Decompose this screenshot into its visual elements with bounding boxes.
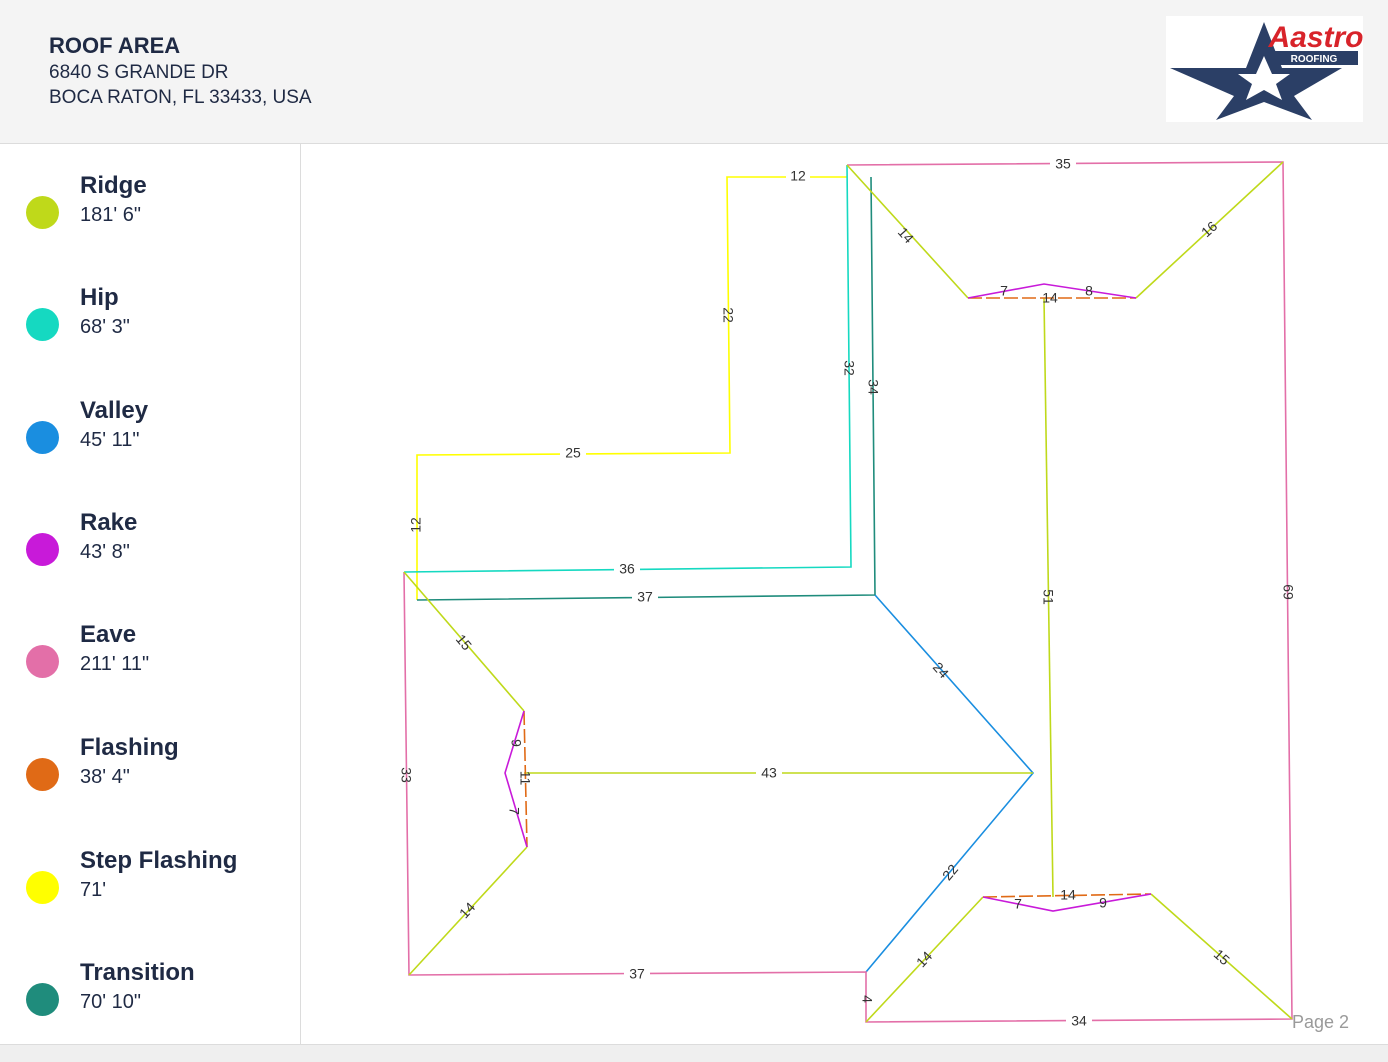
legend-length: 45' 11" xyxy=(80,429,140,451)
legend-name: Eave xyxy=(80,621,137,648)
ridge-line xyxy=(846,164,969,299)
measurement-label: 32 xyxy=(841,360,857,376)
flashing-line xyxy=(982,893,1152,898)
ridge-line xyxy=(408,846,528,976)
legend-length: 211' 11" xyxy=(80,653,150,675)
valley-line xyxy=(865,594,1035,973)
legend-panel: Ridge 181' 6" Hip 68' 3" Valley 45' 11" … xyxy=(0,144,301,1044)
star-logo-icon: ROOFING Aastro xyxy=(1170,21,1364,120)
measurement-label: 14 xyxy=(1042,290,1058,306)
page-number: Page 2 xyxy=(1292,1012,1350,1032)
legend-item-flashing: Flashing 38' 4" xyxy=(0,734,300,834)
measurement-label: 12 xyxy=(790,168,806,184)
measurement-label: 43 xyxy=(761,765,777,781)
legend-dot-hip xyxy=(26,308,59,341)
roof-diagram-area xyxy=(301,144,1388,1044)
legend-dot-ridge xyxy=(26,196,59,229)
logo-sub-text: ROOFING xyxy=(1291,54,1338,65)
rake-line xyxy=(982,893,1152,912)
measurement-label: 4 xyxy=(859,995,875,1003)
legend-length: 181' 6" xyxy=(80,204,141,226)
legend-item-hip: Hip 68' 3" xyxy=(0,284,300,384)
measurement-label: 33 xyxy=(398,767,414,783)
legend-dot-valley xyxy=(26,421,59,454)
rake-line xyxy=(967,283,1137,299)
legend-length: 71' xyxy=(80,879,107,901)
rake-line xyxy=(504,710,528,848)
measurement-label: 14 xyxy=(895,224,917,246)
ridge-line xyxy=(1150,893,1293,1020)
measurement-label: 7 xyxy=(1000,283,1008,299)
measurement-label: 35 xyxy=(1055,156,1071,172)
legend-name: Transition xyxy=(80,959,195,986)
company-logo: ROOFING Aastro xyxy=(1166,16,1364,122)
measurement-label: 9 xyxy=(508,739,524,747)
legend-item-valley: Valley 45' 11" xyxy=(0,397,300,497)
measurement-label: 36 xyxy=(619,561,635,577)
legend-item-rake: Rake 43' 8" xyxy=(0,509,300,609)
legend-dot-step-flashing xyxy=(26,871,59,904)
legend-name: Rake xyxy=(80,509,138,536)
ridge-line xyxy=(1135,161,1284,299)
legend-length: 70' 10" xyxy=(80,991,141,1013)
legend-name: Ridge xyxy=(80,172,147,199)
transition-line xyxy=(416,176,876,601)
legend-dot-flashing xyxy=(26,758,59,791)
measurement-label: 22 xyxy=(720,307,736,323)
legend-name: Valley xyxy=(80,397,149,424)
measurement-label: 14 xyxy=(456,899,478,921)
measurement-label: 34 xyxy=(1071,1013,1087,1029)
legend-item-step-flashing: Step Flashing 71' xyxy=(0,847,300,947)
footer-strip xyxy=(0,1044,1388,1062)
legend-length: 43' 8" xyxy=(80,541,130,563)
step-flashing-line xyxy=(416,176,847,600)
hip-line xyxy=(403,164,852,573)
legend-name: Step Flashing xyxy=(80,847,238,874)
page-title: ROOF AREA xyxy=(49,33,181,58)
measurement-label: 8 xyxy=(1085,283,1093,299)
measurement-label: 51 xyxy=(1040,589,1056,605)
legend-item-ridge: Ridge 181' 6" xyxy=(0,172,300,272)
report-header: ROOF AREA 6840 S GRANDE DR BOCA RATON, F… xyxy=(0,0,1388,144)
measurement-label: 12 xyxy=(408,517,424,533)
address-line-2: BOCA RATON, FL 33433, USA xyxy=(49,87,312,108)
legend-item-transition: Transition 70' 10" xyxy=(0,959,300,1059)
measurement-label: 14 xyxy=(1060,887,1076,903)
measurement-label: 11 xyxy=(517,771,533,786)
legend-dot-eave xyxy=(26,645,59,678)
legend-length: 38' 4" xyxy=(80,766,130,788)
legend-length: 68' 3" xyxy=(80,316,130,338)
flashing-line xyxy=(523,710,528,848)
legend-item-eave: Eave 211' 11" xyxy=(0,621,300,721)
measurement-label: 37 xyxy=(629,966,645,982)
address-line-1: 6840 S GRANDE DR xyxy=(49,62,229,83)
logo-text: Aastro xyxy=(1267,21,1363,54)
measurement-label: 69 xyxy=(1280,584,1296,600)
measurement-label: 7 xyxy=(506,807,522,815)
measurement-label: 25 xyxy=(565,445,581,461)
legend-name: Hip xyxy=(80,284,119,311)
measurement-label: 9 xyxy=(1099,895,1107,911)
measurement-label: 7 xyxy=(1014,896,1022,912)
ridge-line xyxy=(865,896,984,1023)
legend-dot-rake xyxy=(26,533,59,566)
ridge-line xyxy=(1043,297,1054,898)
legend-name: Flashing xyxy=(80,734,179,761)
ridge-line xyxy=(403,571,525,712)
measurement-label: 37 xyxy=(637,589,653,605)
measurement-label: 34 xyxy=(865,379,881,395)
legend-dot-transition xyxy=(26,983,59,1016)
measurement-labels: 12 35 14 16 7 14 8 22 32 34 25 12 36 37 … xyxy=(398,156,1296,1030)
